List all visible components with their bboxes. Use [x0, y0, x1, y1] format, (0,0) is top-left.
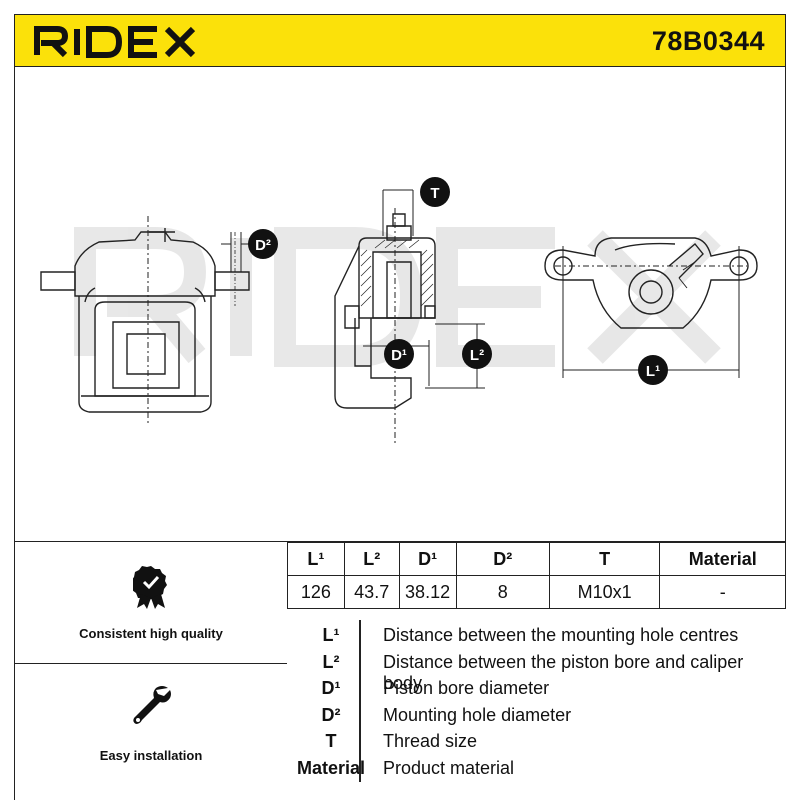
spec-header-l2: L² — [343, 542, 400, 576]
feature-install: Easy installation — [15, 664, 287, 800]
legend-row: D² Mounting hole diameter — [287, 701, 787, 728]
caliper-drawings: D² T — [40, 177, 758, 446]
spec-value-d2: 8 — [455, 575, 550, 609]
spec-header-row: L¹ L² D¹ D² T Material — [287, 542, 786, 576]
legend-desc: Distance between the mounting hole centr… — [383, 625, 739, 645]
legend-row: Material Product material — [287, 754, 787, 781]
legend-row: T Thread size — [287, 727, 787, 754]
ridex-logo — [31, 23, 211, 64]
spec-header-d2: D² — [455, 542, 550, 576]
caliper-front-view — [40, 216, 251, 426]
svg-text:L¹: L¹ — [646, 363, 660, 380]
spec-value-t: M10x1 — [548, 575, 661, 609]
svg-text:T: T — [430, 185, 439, 202]
legend-row: D¹ Piston bore diameter — [287, 674, 787, 701]
svg-text:D²: D² — [255, 237, 271, 254]
legend-key: L² — [322, 651, 340, 672]
legend-key: T — [325, 731, 337, 751]
spec-value-d1: 38.12 — [398, 575, 457, 609]
feature-quality-label: Consistent high quality — [79, 626, 223, 641]
d2-callout: D² — [248, 229, 278, 259]
legend-desc: Piston bore diameter — [383, 678, 550, 698]
spec-header-t: T — [548, 542, 661, 576]
l1-callout: L¹ — [638, 355, 668, 385]
legend-desc: Mounting hole diameter — [383, 704, 572, 725]
header-bar: 78B0344 — [14, 14, 786, 67]
svg-text:D¹: D¹ — [391, 347, 407, 364]
d1-callout: D¹ — [384, 339, 414, 369]
spec-table: L¹ L² D¹ D² T Material 126 43.7 38.12 8 … — [287, 542, 786, 609]
legend-key: Material — [296, 757, 366, 778]
dimension-legend: L¹ Distance between the mounting hole ce… — [287, 621, 787, 780]
spec-value-l1: 126 — [287, 575, 345, 609]
legend-desc: Distance between the piston bore and cal… — [383, 651, 744, 693]
spec-value-l2: 43.7 — [343, 575, 400, 609]
caliper-section-view — [334, 189, 485, 446]
spec-value-row: 126 43.7 38.12 8 M10x1 - — [287, 575, 786, 609]
legend-key: D² — [321, 704, 341, 725]
caliper-side-view — [544, 237, 758, 378]
legend-desc: Thread size — [383, 731, 478, 751]
l2-callout: L² — [462, 339, 492, 369]
spec-header-l1: L¹ — [287, 542, 345, 576]
legend-key: D¹ — [321, 678, 341, 698]
feature-install-label: Easy installation — [99, 748, 203, 763]
technical-diagram: D² T — [14, 66, 786, 542]
legend-divider — [359, 620, 361, 782]
wrench-icon — [128, 682, 174, 733]
section-hatching — [360, 239, 434, 307]
legend-key: L¹ — [322, 625, 340, 645]
feature-quality: Consistent high quality — [15, 542, 287, 664]
legend-row: L¹ Distance between the mounting hole ce… — [287, 621, 787, 648]
quality-badge-icon — [131, 564, 169, 615]
legend-desc: Product material — [383, 757, 515, 778]
legend-row: L² Distance between the piston bore and … — [287, 648, 787, 693]
part-number: 78B0344 — [651, 26, 765, 56]
svg-text:L²: L² — [470, 347, 484, 364]
t-callout: T — [420, 177, 450, 207]
spec-header-d1: D¹ — [398, 542, 457, 576]
spec-section: Consistent high quality Easy installatio… — [14, 541, 786, 800]
spec-value-material: - — [659, 575, 786, 609]
spec-header-material: Material — [659, 542, 786, 576]
